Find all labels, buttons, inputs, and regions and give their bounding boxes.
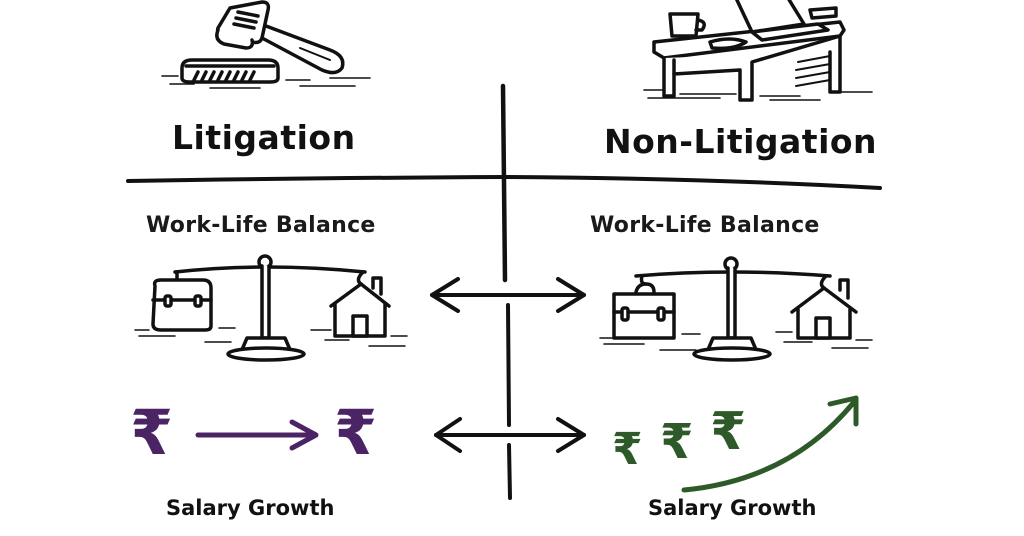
vertical-divider-top (500, 83, 508, 283)
litigation-title: Litigation (172, 118, 356, 157)
salary-comparison-arrow-icon (434, 417, 586, 453)
right-salary-rupee-1: ₹ (612, 424, 643, 475)
left-salary-rupee-end: ₹ (334, 396, 378, 469)
right-salary-growth-arrow-icon (681, 395, 859, 493)
left-balance-scale-icon (134, 254, 408, 362)
left-salary-arrow-icon (195, 419, 319, 451)
right-salary-rupee-3: ₹ (710, 402, 747, 462)
non-litigation-title: Non-Litigation (604, 122, 878, 161)
vertical-divider-middle (506, 303, 511, 427)
left-work-life-label: Work-Life Balance (146, 213, 376, 238)
gavel-icon (161, 0, 371, 89)
left-salary-rupee-start: ₹ (130, 396, 174, 469)
right-work-life-label: Work-Life Balance (590, 213, 820, 238)
right-balance-scale-icon (599, 256, 873, 362)
right-salary-growth-label: Salary Growth (648, 496, 817, 520)
desk-laptop-icon (643, 0, 873, 102)
work-life-comparison-arrow-icon (430, 277, 586, 313)
left-salary-growth-label: Salary Growth (166, 496, 335, 520)
vertical-divider-bottom (507, 443, 512, 500)
right-salary-rupee-2: ₹ (660, 414, 694, 470)
